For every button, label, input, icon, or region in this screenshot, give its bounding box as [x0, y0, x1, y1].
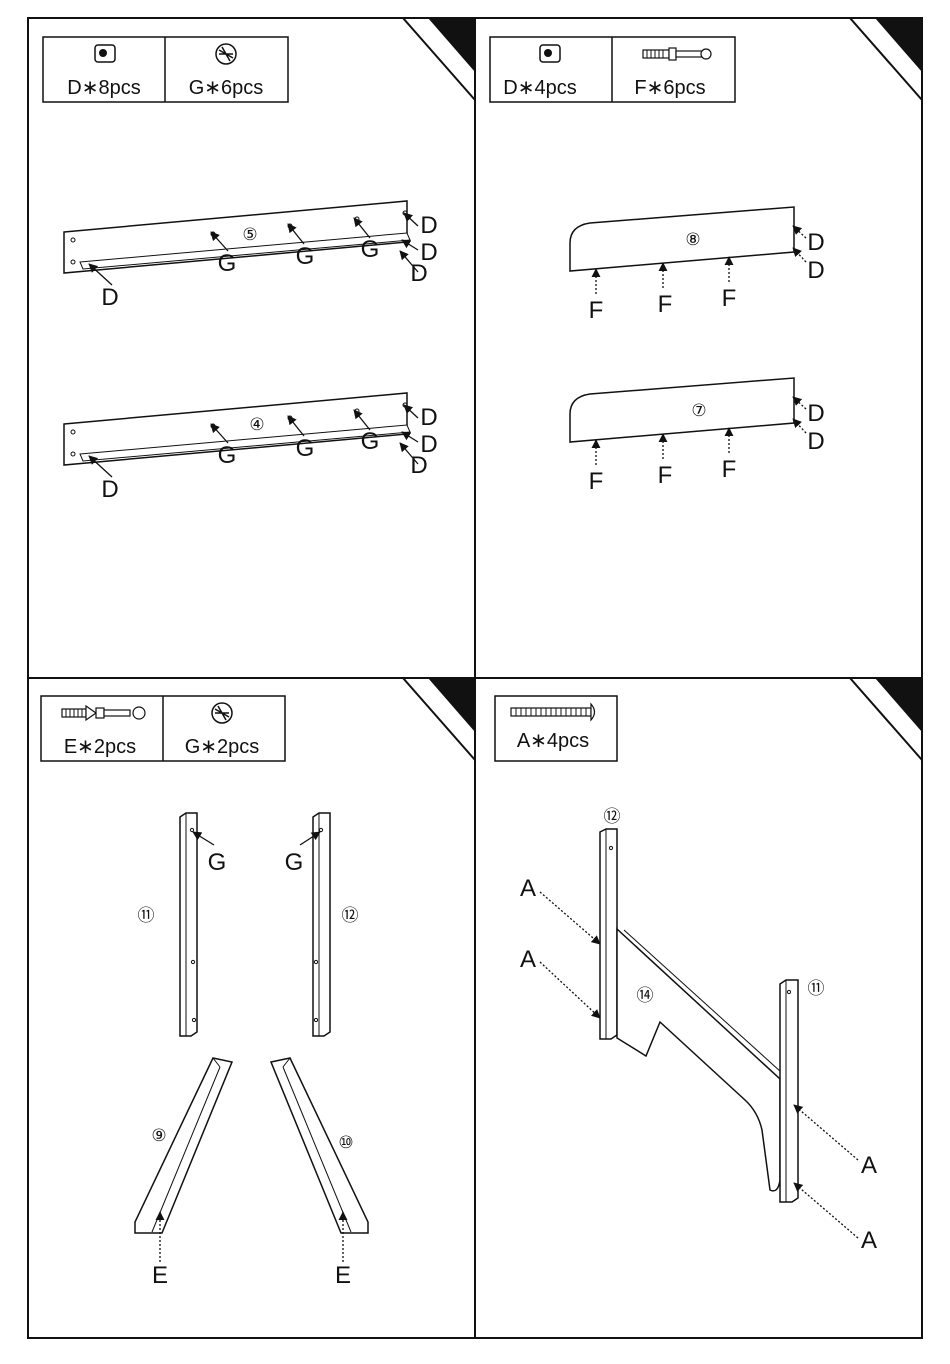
- panel-14-number: ⑭: [637, 986, 654, 1005]
- post-11: G ⑪: [138, 813, 227, 1036]
- board-7-label-d2: D: [807, 428, 824, 455]
- post-12-number: ⑫: [342, 906, 359, 925]
- board-8-label-f2: F: [658, 291, 673, 318]
- ladder-assembly: ⑫ ⑭ ⑪ A A A A: [520, 807, 877, 1254]
- board-7-label-d1: D: [807, 400, 824, 427]
- rail-4-label-d4: D: [101, 476, 118, 503]
- post-11-number: ⑪: [138, 906, 155, 925]
- board-7-label-f3: F: [722, 456, 737, 483]
- part-g-qty: G∗6pcs: [189, 77, 264, 99]
- part-d-qty: D∗8pcs: [67, 77, 140, 99]
- board-7-label-f2: F: [658, 462, 673, 489]
- screw-a-label-4: A: [861, 1227, 877, 1254]
- rail-4-number: ④: [249, 415, 264, 434]
- parts-table: E∗2pcs G∗2pcs: [41, 696, 285, 761]
- cam-dowel-d-icon: [540, 45, 560, 62]
- parts-table: A∗4pcs: [495, 696, 617, 761]
- post-12-label-g: G: [285, 849, 304, 876]
- rail-5-label-d4: D: [101, 284, 118, 311]
- part-g-qty: G∗2pcs: [185, 736, 260, 758]
- board-7-number: ⑦: [691, 401, 706, 420]
- screw-a-label-1: A: [520, 875, 536, 902]
- brace-10-label-e: E: [335, 1262, 351, 1289]
- part-e-qty: E∗2pcs: [64, 736, 136, 758]
- rail-4: ④ G G G D D D D: [64, 393, 438, 503]
- rail-5-label-g2: G: [296, 243, 315, 270]
- rail-5-label-g1: G: [218, 250, 237, 277]
- board-7: ⑦ F F F D D: [570, 378, 825, 495]
- board-8-number: ⑧: [685, 230, 700, 249]
- rail-4-label-g3: G: [361, 428, 380, 455]
- cam-lock-g-icon: [216, 44, 236, 64]
- part-d-qty: D∗4pcs: [503, 77, 576, 99]
- screw-a-label-3: A: [861, 1152, 877, 1179]
- rail-5-label-g3: G: [361, 236, 380, 263]
- board-8-label-d1: D: [807, 229, 824, 256]
- rail-5-label-d1: D: [420, 212, 437, 239]
- rail-5-label-d3: D: [410, 260, 427, 287]
- parts-table: D∗8pcs G∗6pcs: [43, 37, 288, 102]
- board-8-label-f3: F: [722, 285, 737, 312]
- part-a-qty: A∗4pcs: [517, 730, 589, 752]
- board-7-label-f1: F: [589, 468, 604, 495]
- brace-9-number: ⑨: [151, 1126, 166, 1145]
- board-8-label-f1: F: [589, 297, 604, 324]
- brace-10: E ⑩: [271, 1058, 368, 1289]
- brace-9-label-e: E: [152, 1262, 168, 1289]
- post-11-number: ⑪: [808, 979, 825, 998]
- part-f-qty: F∗6pcs: [634, 77, 705, 99]
- rail-5-number: ⑤: [242, 225, 257, 244]
- panel-1: D∗8pcs G∗6pcs ⑤ G G G: [43, 37, 438, 503]
- rail-4-label-d3: D: [410, 452, 427, 479]
- post-11-label-g: G: [208, 849, 227, 876]
- panel-4: A∗4pcs ⑫ ⑭ ⑪ A A: [495, 696, 877, 1254]
- brace-9: E ⑨: [135, 1058, 232, 1289]
- rail-4-label-d1: D: [420, 404, 437, 431]
- post-12: G ⑫: [285, 813, 359, 1036]
- board-8: ⑧ F F F D D: [570, 207, 825, 324]
- panel-2: D∗4pcs F∗6pcs ⑧ F F F D D ⑦: [490, 37, 825, 495]
- cam-lock-g-icon: [212, 703, 232, 723]
- post-12-number: ⑫: [604, 807, 621, 826]
- cam-dowel-d-icon: [95, 45, 115, 62]
- panel-3: E∗2pcs G∗2pcs G ⑪ G ⑫: [41, 696, 368, 1289]
- rail-4-label-g2: G: [296, 435, 315, 462]
- screw-a-label-2: A: [520, 946, 536, 973]
- board-8-label-d2: D: [807, 257, 824, 284]
- rail-5: ⑤ G G G D D D D: [64, 201, 438, 311]
- parts-table: D∗4pcs F∗6pcs: [490, 37, 735, 102]
- brace-10-number: ⑩: [338, 1133, 353, 1152]
- rail-4-label-g1: G: [218, 442, 237, 469]
